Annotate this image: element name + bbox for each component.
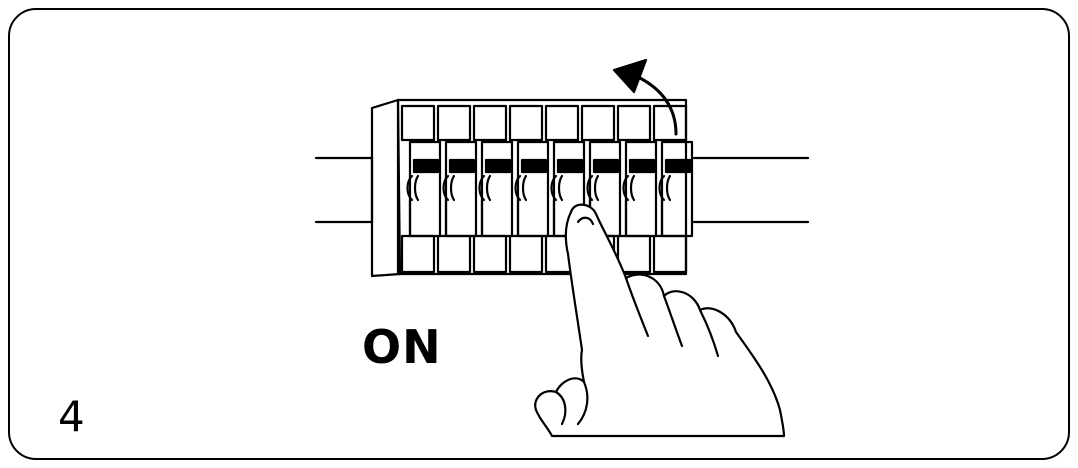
- bottom-terminal-row: [400, 234, 688, 274]
- breaker-switch: [478, 140, 514, 238]
- top-terminal: [652, 104, 688, 142]
- breaker-switch: [586, 140, 622, 238]
- switch-up-arrow-icon: [612, 58, 678, 136]
- step-number: 4: [58, 392, 85, 441]
- top-terminal-row: [400, 104, 688, 142]
- bottom-terminal: [472, 234, 508, 274]
- hand-pointing-icon: [534, 203, 786, 438]
- panel-body: [396, 98, 688, 276]
- bottom-terminal: [436, 234, 472, 274]
- breaker-switch: [442, 140, 478, 238]
- bottom-terminal: [652, 234, 688, 274]
- breaker-switch-row: [406, 140, 694, 238]
- panel-end-cap: [370, 98, 402, 278]
- top-terminal: [472, 104, 508, 142]
- bottom-terminal: [400, 234, 436, 274]
- bottom-terminal: [616, 234, 652, 274]
- top-terminal: [544, 104, 580, 142]
- breaker-switch: [406, 140, 442, 238]
- breaker-switch: [622, 140, 658, 238]
- top-terminal: [580, 104, 616, 142]
- top-terminal: [508, 104, 544, 142]
- top-terminal: [616, 104, 652, 142]
- top-terminal: [400, 104, 436, 142]
- action-label: ON: [362, 320, 442, 374]
- bottom-terminal: [508, 234, 544, 274]
- instruction-card-frame: [8, 8, 1070, 460]
- breaker-switch: [658, 140, 694, 238]
- breaker-switch: [514, 140, 550, 238]
- din-rail: [314, 156, 810, 224]
- top-terminal: [436, 104, 472, 142]
